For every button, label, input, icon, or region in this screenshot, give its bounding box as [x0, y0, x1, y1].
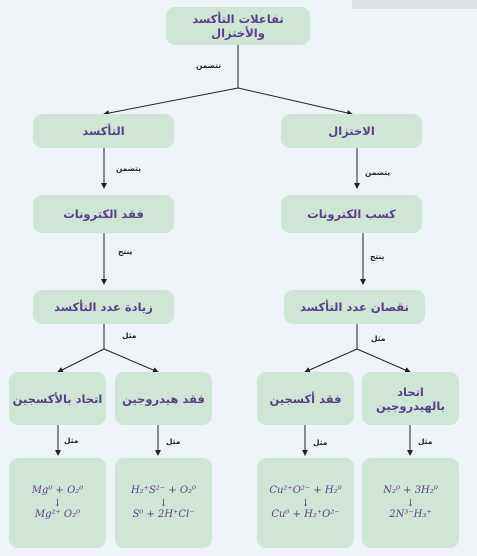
formula-box-mg: Mg⁰ + O₂⁰ ↓ Mg²⁺ O₂⁰ [9, 458, 106, 548]
formula-mg-reactants: Mg⁰ + O₂⁰ [31, 485, 84, 496]
root-node-label: تفاعلات التأكسد والأختزال [192, 12, 284, 40]
oxidation-label: التأكسد [82, 124, 125, 138]
decrease-oxidation-node: نقصان عدد التأكسد [284, 290, 425, 324]
ex-a-right-link: مثل [313, 438, 328, 447]
left-link-2: ينتج [118, 247, 133, 256]
root-node: تفاعلات التأكسد والأختزال [166, 7, 310, 45]
right-link-2: ينتج [370, 252, 385, 261]
reaction-arrow-icon: ↓ [53, 497, 62, 509]
formula-h2s-reactants: H₂⁺S²⁻ + O₂⁰ [130, 485, 197, 496]
right-to-ex-b-arrow [356, 348, 411, 373]
reduction-label: الاختزال [328, 124, 375, 138]
reaction-arrow-icon: ↓ [301, 497, 310, 509]
right-link-3: مثل [371, 334, 386, 343]
gain-electrons-node: كسب الكترونات [281, 195, 422, 233]
lose-hydrogen-label: فقد هيدروجين [122, 391, 205, 406]
decrease-oxidation-label: نقصان عدد التأكسد [300, 300, 409, 314]
right-to-ex-a-arrow [304, 348, 358, 373]
lose-oxygen-label: فقد أكسجين [269, 391, 342, 406]
reaction-arrow-icon: ↓ [406, 497, 415, 509]
formula-n2-reactants: N₂⁰ + 3H₂⁰ [383, 485, 438, 496]
combine-hydrogen-label: اتحاد بالهيدروجين [376, 384, 445, 413]
formula-h2s-products: S⁰ + 2H⁺Cl⁻ [132, 508, 195, 520]
corner-bar [352, 0, 477, 9]
formula-mg-products: Mg²⁺ O₂⁰ [34, 508, 81, 520]
lose-electrons-node: فقد الكترونات [33, 195, 174, 233]
formula-n2-products: 2N³⁻H₃⁺ [389, 508, 432, 520]
left-link-1: يتضمن [116, 164, 142, 173]
formula-box-cuo: Cu²⁺O²⁻ + H₂⁰ ↓ Cu⁰ + H₂⁺O²⁻ [257, 458, 354, 548]
ex-b-right-link: مثل [418, 437, 433, 446]
combine-hydrogen-node: اتحاد بالهيدروجين [362, 372, 459, 425]
lose-hydrogen-node: فقد هيدروجين [115, 372, 212, 425]
increase-oxidation-node: زيادة عدد التأكسد [33, 290, 174, 324]
right-link-1: يتضمن [365, 168, 391, 177]
formula-cuo-products: Cu⁰ + H₂⁺O²⁻ [271, 508, 340, 520]
formula-cuo-reactants: Cu²⁺O²⁻ + H₂⁰ [269, 485, 342, 496]
lose-electrons-label: فقد الكترونات [63, 207, 144, 221]
lose-oxygen-node: فقد أكسجين [257, 372, 354, 425]
ex-a-left-link: مثل [64, 436, 79, 445]
root-to-left-arrow [103, 87, 239, 116]
root-link-label: تتضمن [196, 61, 222, 70]
gain-electrons-label: كسب الكترونات [307, 207, 396, 221]
reduction-node: الاختزال [281, 114, 422, 148]
left-to-ex-a-arrow [57, 348, 105, 373]
left-to-ex-b-arrow [103, 348, 159, 373]
formula-box-h2s: H₂⁺S²⁻ + O₂⁰ ↓ S⁰ + 2H⁺Cl⁻ [115, 458, 212, 548]
left-link-3: مثل [122, 331, 137, 340]
reaction-arrow-icon: ↓ [159, 497, 168, 509]
combine-oxygen-label: اتحاد بالأكسجين [12, 391, 103, 406]
oxidation-node: التأكسد [33, 114, 174, 148]
increase-oxidation-label: زيادة عدد التأكسد [54, 300, 153, 314]
root-to-right-arrow [237, 87, 353, 116]
formula-box-n2: N₂⁰ + 3H₂⁰ ↓ 2N³⁻H₃⁺ [362, 458, 459, 548]
ex-b-left-link: مثل [166, 437, 181, 446]
combine-oxygen-node: اتحاد بالأكسجين [9, 372, 106, 425]
